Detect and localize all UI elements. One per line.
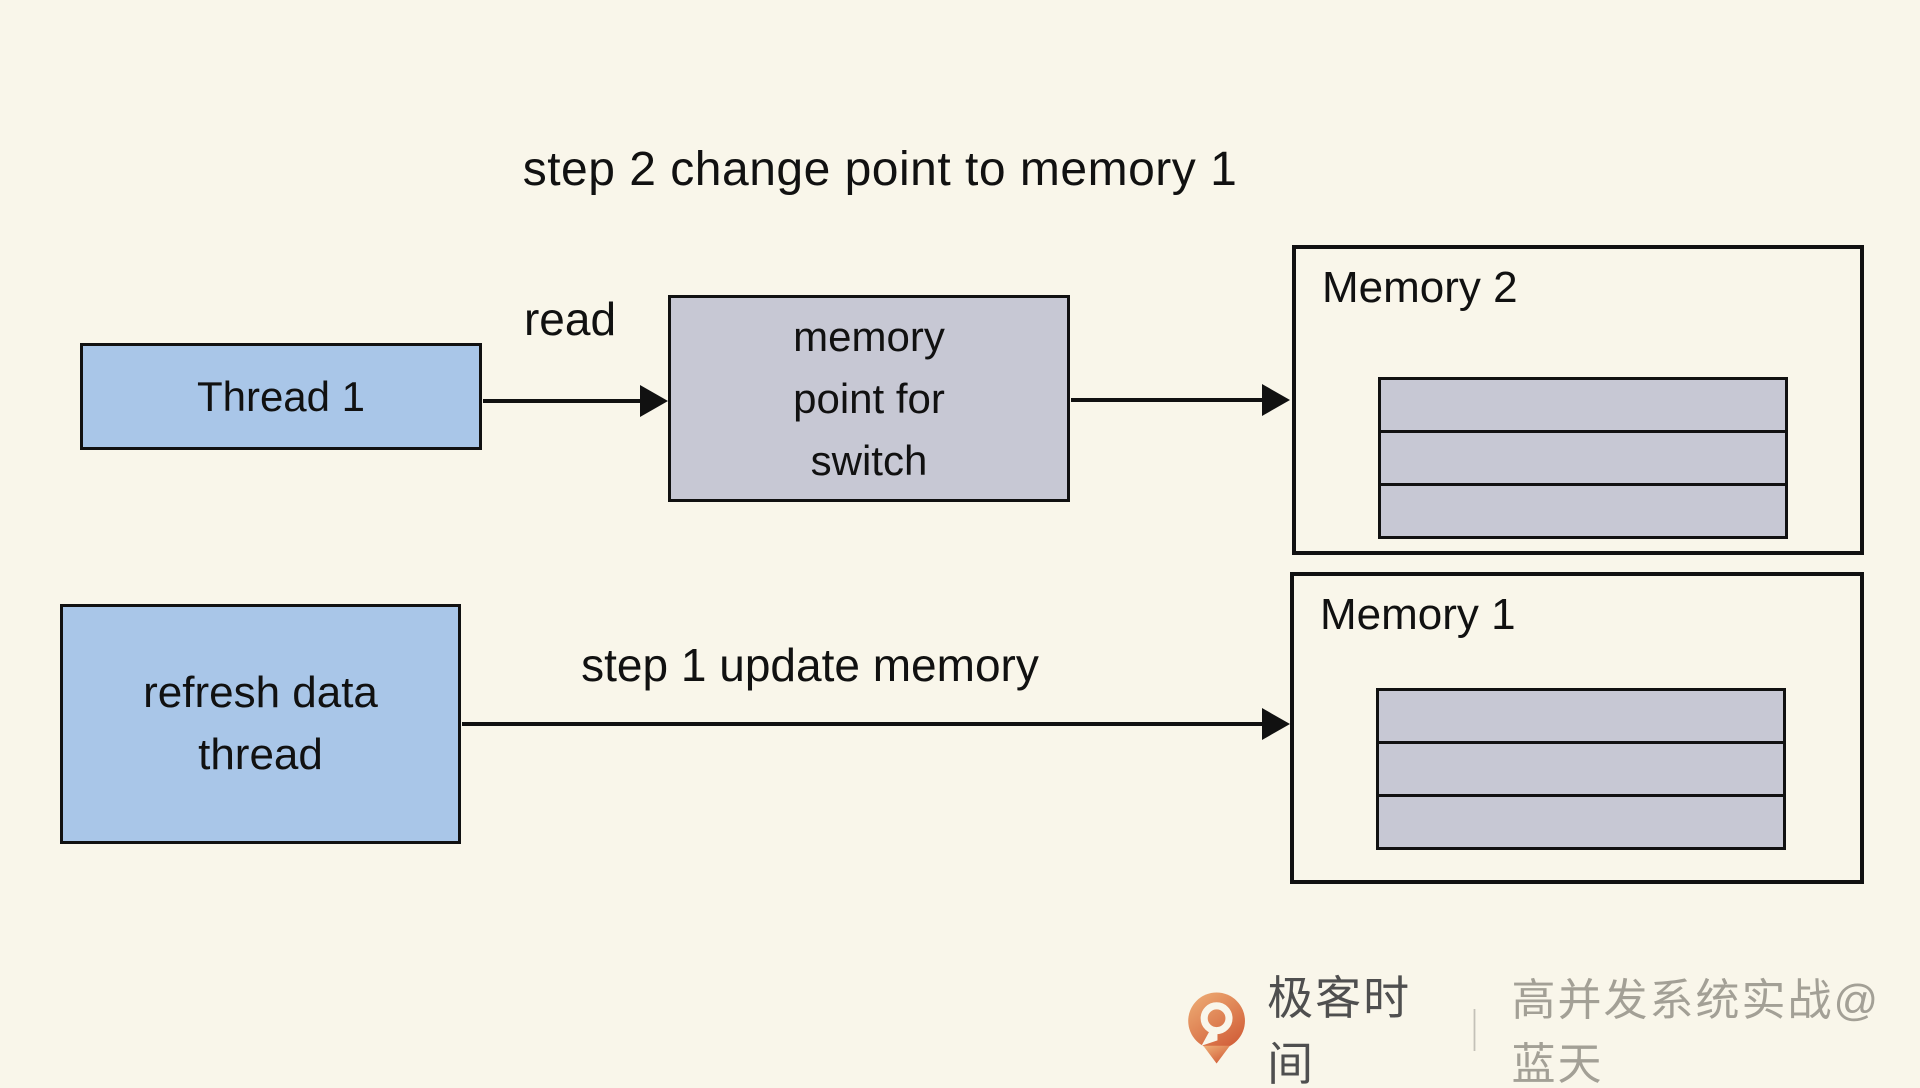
memory1-title: Memory 1 (1320, 590, 1516, 639)
refresh-thread-node: refresh data thread (60, 604, 461, 844)
read-arrow-line (483, 399, 640, 403)
memory2-rows (1378, 377, 1788, 539)
memory2-title: Memory 2 (1322, 263, 1518, 312)
memory-row (1379, 691, 1783, 741)
memory-row (1379, 797, 1783, 847)
read-arrowhead-icon (640, 385, 668, 417)
watermark-text: 高并发系统实战@蓝天 (1511, 976, 1881, 1088)
memory-point-label-line1: memory (793, 312, 945, 360)
refresh-thread-label-line2: thread (198, 730, 323, 779)
memory-point-label-line2: point for (793, 374, 945, 422)
memory2-box: Memory 2 (1292, 245, 1864, 555)
memory1-rows (1376, 688, 1786, 850)
thread1-label: Thread 1 (196, 372, 366, 420)
memory1-box: Memory 1 (1290, 572, 1864, 884)
memory-row (1379, 744, 1783, 794)
refresh-thread-label-line1: refresh data (143, 668, 378, 717)
footer-separator: ｜ (1453, 1007, 1496, 1055)
memory-row (1381, 433, 1785, 483)
step1-arrowhead-icon (1262, 708, 1290, 740)
switch-arrow-line (1071, 398, 1262, 402)
step1-arrow-line (462, 722, 1262, 726)
memory-point-label-line3: switch (810, 436, 928, 484)
memory-point-node: memory point for switch (668, 295, 1070, 502)
thread1-node: Thread 1 (80, 343, 482, 450)
brand-text: 极客时间 (1267, 972, 1412, 1088)
memory-row (1381, 380, 1785, 430)
memory-row (1381, 486, 1785, 536)
switch-arrowhead-icon (1262, 384, 1290, 416)
geektime-logo-icon (1188, 992, 1245, 1064)
footer-watermark: 极客时间 ｜ 高并发系统实战@蓝天 (1182, 972, 1920, 1088)
diagram-title: step 2 change point to memory 1 (522, 143, 1238, 196)
step1-edge-label: step 1 update memory (581, 639, 1039, 691)
read-edge-label: read (523, 293, 617, 345)
